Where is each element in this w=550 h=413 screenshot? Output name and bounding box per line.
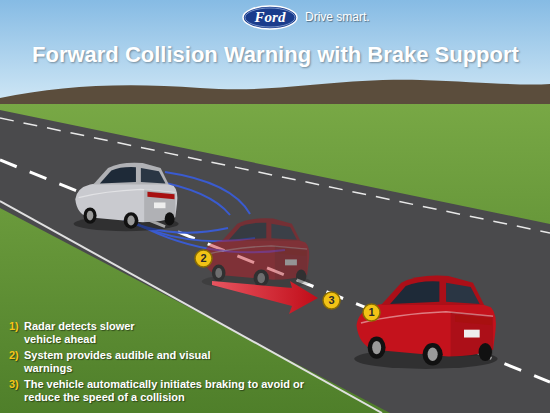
ghost-car bbox=[202, 218, 311, 289]
lane-line bbox=[0, 160, 550, 382]
list-text: System provides audible and visual warni… bbox=[24, 349, 214, 375]
callout-number-fill bbox=[323, 292, 340, 309]
list-text: The vehicle automatically initiates brak… bbox=[24, 378, 314, 404]
road bbox=[0, 110, 550, 413]
callout-number: 2 bbox=[194, 249, 213, 268]
callout-number-fill bbox=[363, 304, 380, 321]
logo-oval-fill bbox=[243, 6, 297, 29]
motion-arrow bbox=[212, 281, 318, 314]
list-number: 1) bbox=[9, 320, 19, 333]
callout-number-text: 1 bbox=[368, 306, 374, 318]
callout-number: 1 bbox=[362, 303, 381, 322]
logo-oval-text: Ford bbox=[255, 9, 286, 26]
list-number: 3) bbox=[9, 378, 19, 391]
road-edge bbox=[0, 201, 382, 413]
title-text: Forward Collision Warning with Brake Sup… bbox=[32, 42, 519, 68]
callout-number: 3 bbox=[322, 291, 341, 310]
following-car bbox=[354, 275, 497, 368]
callout-number-fill bbox=[195, 250, 212, 267]
list-text: Radar detects slower vehicle ahead bbox=[24, 320, 159, 346]
lane-line bbox=[0, 118, 550, 233]
list-number: 2) bbox=[9, 349, 19, 362]
tagline-text: Drive smart. bbox=[305, 11, 370, 24]
lead-car bbox=[74, 163, 179, 231]
grass bbox=[0, 104, 550, 413]
logo-inner-ring bbox=[245, 8, 295, 27]
logo-oval: Ford bbox=[242, 5, 298, 30]
callout-number-text: 2 bbox=[200, 252, 206, 264]
callout-number-text: 3 bbox=[328, 294, 334, 306]
